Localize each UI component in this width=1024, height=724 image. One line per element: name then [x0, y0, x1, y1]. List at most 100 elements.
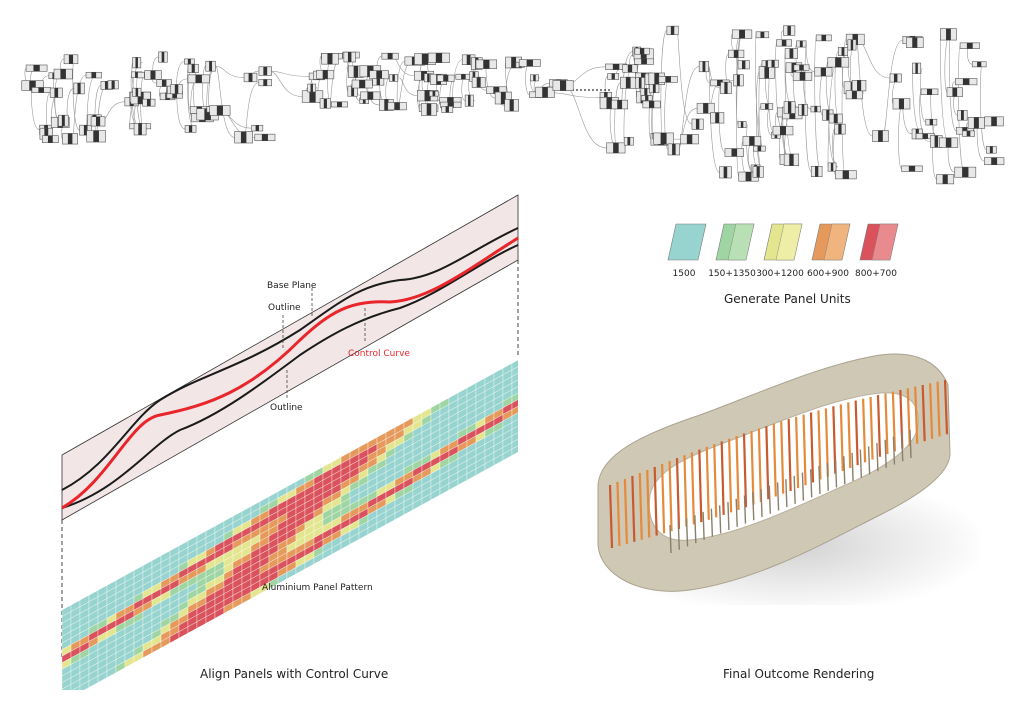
graph-node: [464, 94, 474, 107]
panel-fin-front: [859, 449, 863, 478]
graph-node: [437, 74, 455, 82]
panel-cell: [511, 417, 518, 430]
panel-fin-front: [776, 482, 780, 511]
graph-node: [653, 132, 674, 145]
graph-node: [321, 53, 339, 65]
graph-wire: [72, 58, 80, 131]
graph-node: [696, 102, 715, 114]
graph-node: [940, 28, 957, 41]
graph-node: [667, 143, 680, 156]
graph-node: [343, 51, 356, 63]
graph-node: [752, 166, 764, 178]
label-outline-top: Outline: [268, 303, 301, 313]
graph-node: [984, 116, 1004, 127]
panel-fin: [653, 466, 658, 536]
graph-node: [733, 74, 744, 87]
aluminium-panel-pattern: [62, 360, 518, 690]
graph-node: [360, 91, 381, 100]
graph-node: [243, 72, 258, 83]
panel-fin: [914, 386, 919, 444]
graph-wire: [958, 45, 966, 173]
panel-fin: [675, 458, 681, 530]
panel-fin: [787, 419, 792, 491]
graph-node: [971, 61, 987, 68]
panel-fin: [884, 393, 889, 455]
graph-node: [158, 51, 168, 63]
panel-fin-front: [826, 462, 829, 491]
graph-node: [429, 90, 439, 97]
graph-node: [827, 57, 850, 68]
graph-node: [307, 83, 317, 93]
graph-node: [634, 47, 650, 55]
panel-cell: [511, 437, 518, 450]
panel-cell: [62, 683, 72, 690]
graph-wire: [94, 85, 102, 137]
graph-node: [872, 130, 889, 142]
graph-node: [389, 74, 399, 82]
panel-fin-front: [834, 459, 838, 488]
graph-node: [635, 77, 645, 89]
graph-wire: [268, 70, 310, 77]
graph-node: [710, 112, 725, 124]
graph-node: [847, 39, 857, 51]
panel-fin-front: [669, 524, 672, 554]
panel-fin: [631, 475, 636, 542]
panel-fin: [735, 436, 740, 510]
panel-cell: [511, 443, 518, 456]
graph-node: [658, 76, 678, 83]
panel-unit-label: 300+1200: [756, 269, 804, 279]
graph-node: [889, 73, 902, 83]
graph-node: [680, 134, 699, 145]
graph-node: [851, 79, 867, 92]
graph-node: [755, 31, 770, 39]
graph-wire: [882, 39, 903, 137]
graph-node: [441, 106, 454, 113]
panel-cell: [511, 430, 518, 443]
graph-node: [793, 64, 810, 71]
panel-fin-front: [909, 429, 912, 459]
graph-node: [107, 80, 119, 90]
panel-unit-3: 300+1200: [756, 223, 804, 279]
panel-fin: [802, 414, 807, 486]
panel-cell: [511, 384, 518, 397]
panel-fin-front: [718, 505, 722, 534]
graph-node: [724, 148, 744, 157]
panel-fin: [608, 484, 614, 549]
panel-fin: [809, 412, 815, 483]
panel-cell: [511, 397, 518, 410]
graph-node: [986, 146, 997, 154]
graph-node: [49, 87, 63, 98]
graph-node: [62, 133, 78, 145]
graph-node: [372, 78, 385, 86]
graph-node: [796, 40, 807, 48]
graph-node: [967, 117, 985, 129]
panel-fin-front: [801, 472, 805, 501]
graph-node: [691, 118, 704, 130]
panel-fin: [720, 441, 725, 515]
graph-node: [611, 99, 629, 110]
graph-node: [772, 125, 794, 136]
graph-wire: [525, 62, 530, 96]
graph-node: [783, 101, 796, 114]
graph-wire: [856, 39, 890, 79]
graph-node: [85, 71, 102, 79]
graph-node: [954, 166, 977, 178]
panel-fin-front: [752, 492, 755, 521]
panel-unit-2: 150+1350: [708, 223, 756, 279]
label-panel-pattern: Aluminium Panel Pattern: [262, 583, 373, 593]
graph-node: [783, 25, 796, 36]
graph-node: [471, 77, 486, 88]
panel-fin: [728, 438, 733, 513]
graph-node: [142, 98, 156, 107]
graph-node: [184, 58, 195, 65]
graph-node: [606, 142, 626, 154]
graph-node: [518, 59, 541, 67]
panel-fin: [847, 402, 852, 469]
graph-node: [42, 135, 59, 144]
graph-node: [810, 165, 823, 177]
graph-node: [86, 130, 106, 143]
graph-wire: [215, 65, 245, 78]
graph-node: [767, 59, 779, 68]
graph-node: [784, 48, 799, 59]
graph-node: [939, 137, 959, 148]
